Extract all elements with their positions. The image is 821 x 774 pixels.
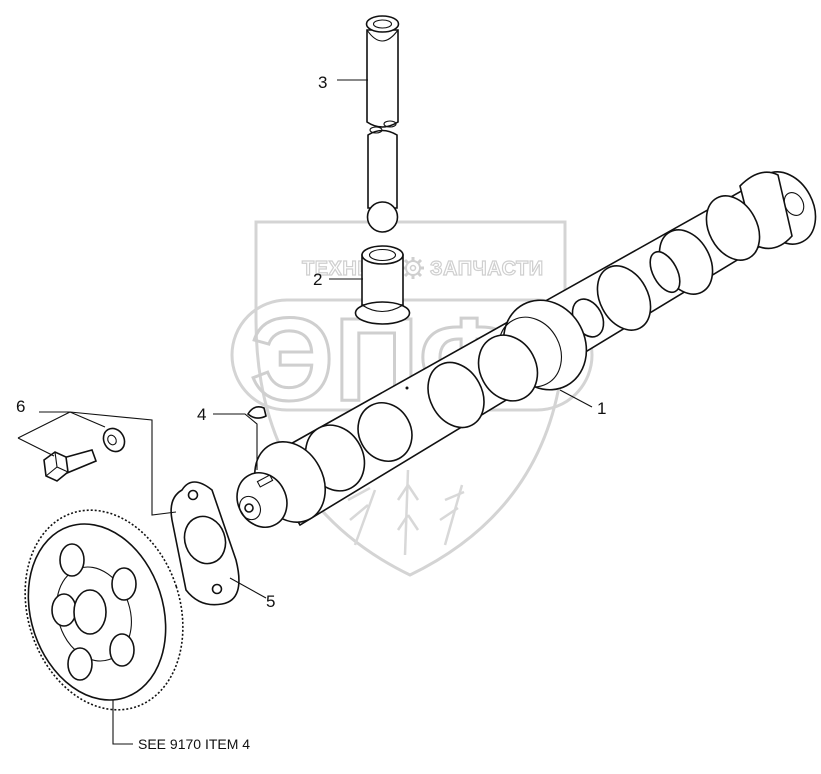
gear-icon: [402, 257, 424, 279]
callout-6: 6: [16, 397, 25, 416]
tappet: [354, 245, 411, 325]
callout-1: 1: [597, 399, 606, 418]
callout-5: 5: [266, 592, 275, 611]
callout-3: 3: [318, 73, 327, 92]
watermark-shield: [254, 220, 567, 577]
callout-4: 4: [197, 405, 206, 424]
camshaft: [236, 171, 817, 528]
bolt-and-washer: [43, 427, 126, 482]
watermark-wheat: [347, 469, 465, 556]
callout-2: 2: [313, 270, 322, 289]
watermark-word-right: ЗАПЧАСТИ: [430, 258, 544, 280]
camshaft-gear: [24, 509, 184, 711]
reference-note: SEE 9170 ITEM 4: [138, 736, 250, 752]
leader-lines: [17, 79, 593, 745]
push-rod: [365, 15, 400, 233]
woodruff-key: [246, 406, 267, 419]
thrust-plate: [170, 481, 240, 606]
